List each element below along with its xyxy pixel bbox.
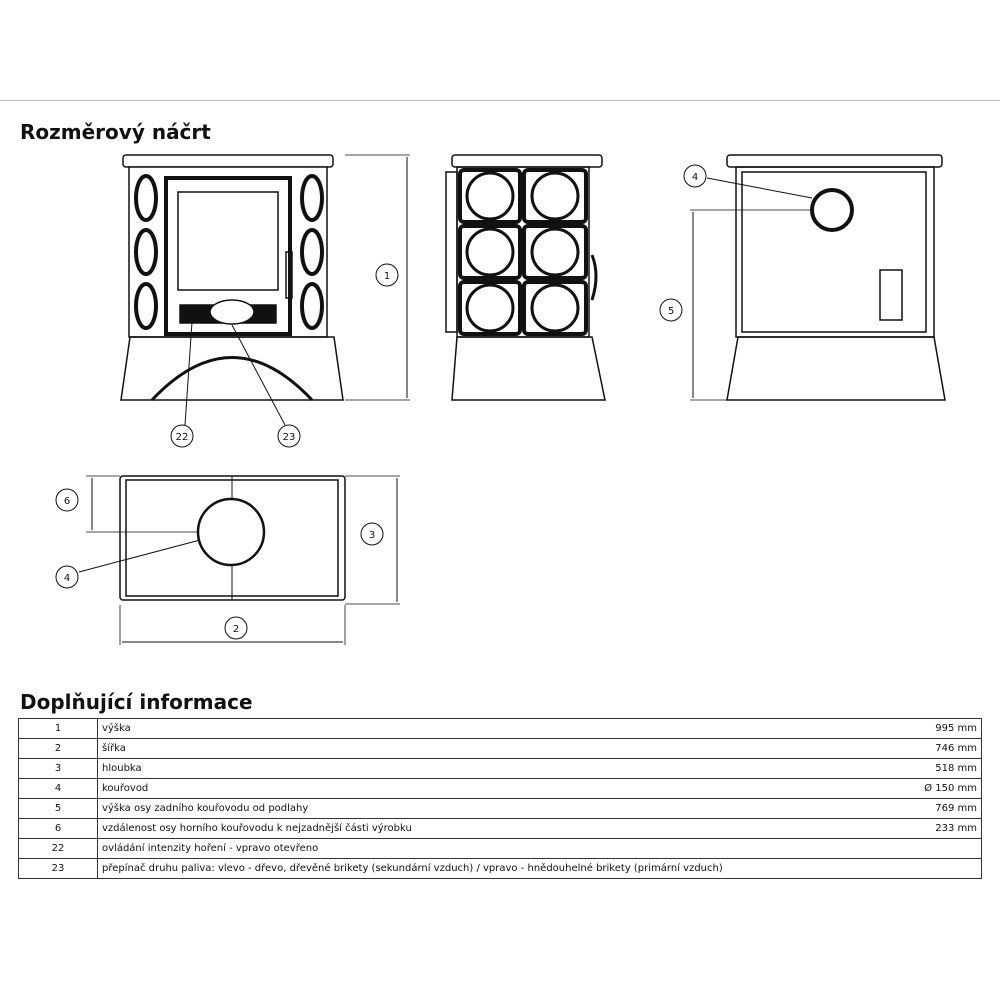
callout-6: 6 (64, 496, 70, 507)
row-description: přepínač druhu paliva: vlevo - dřevo, dř… (97, 858, 883, 879)
row-value (883, 858, 982, 879)
row-number: 5 (18, 798, 98, 819)
callout-22: 22 (176, 432, 189, 443)
row-number: 2 (18, 738, 98, 759)
row-number: 23 (18, 858, 98, 879)
callout-1: 1 (384, 271, 390, 282)
row-value: 746 mm (883, 738, 982, 759)
row-description: ovládání intenzity hoření - vpravo otevř… (97, 838, 883, 859)
section-title-info: Doplňující informace (20, 690, 253, 714)
row-value: 233 mm (883, 818, 982, 839)
row-number: 22 (18, 838, 98, 859)
row-description: kouřovod (97, 778, 883, 799)
callout-5: 5 (668, 306, 674, 317)
row-value: 769 mm (883, 798, 982, 819)
row-number: 6 (18, 818, 98, 839)
row-number: 1 (18, 718, 98, 739)
row-description: hloubka (97, 758, 883, 779)
row-value: 995 mm (883, 718, 982, 739)
side-view (445, 154, 606, 401)
front-view (120, 154, 410, 448)
row-value (883, 838, 982, 859)
row-description: výška osy zadního kouřovodu od podlahy (97, 798, 883, 819)
back-view (659, 154, 946, 401)
row-description: výška (97, 718, 883, 739)
section-title-dimensions: Rozměrový náčrt (20, 120, 211, 144)
row-number: 4 (18, 778, 98, 799)
row-value: Ø 150 mm (883, 778, 982, 799)
callout-23: 23 (283, 432, 296, 443)
top-view (55, 475, 400, 645)
top-divider (0, 100, 1000, 101)
callout-4-top: 4 (64, 573, 70, 584)
row-value: 518 mm (883, 758, 982, 779)
callout-2: 2 (233, 624, 239, 635)
callout-3: 3 (369, 530, 375, 541)
dimension-drawing: 1 22 23 4 5 6 4 3 2 (55, 154, 946, 645)
callout-4-back: 4 (692, 172, 698, 183)
row-description: šířka (97, 738, 883, 759)
row-number: 3 (18, 758, 98, 779)
row-description: vzdálenost osy horního kouřovodu k nejza… (97, 818, 883, 839)
